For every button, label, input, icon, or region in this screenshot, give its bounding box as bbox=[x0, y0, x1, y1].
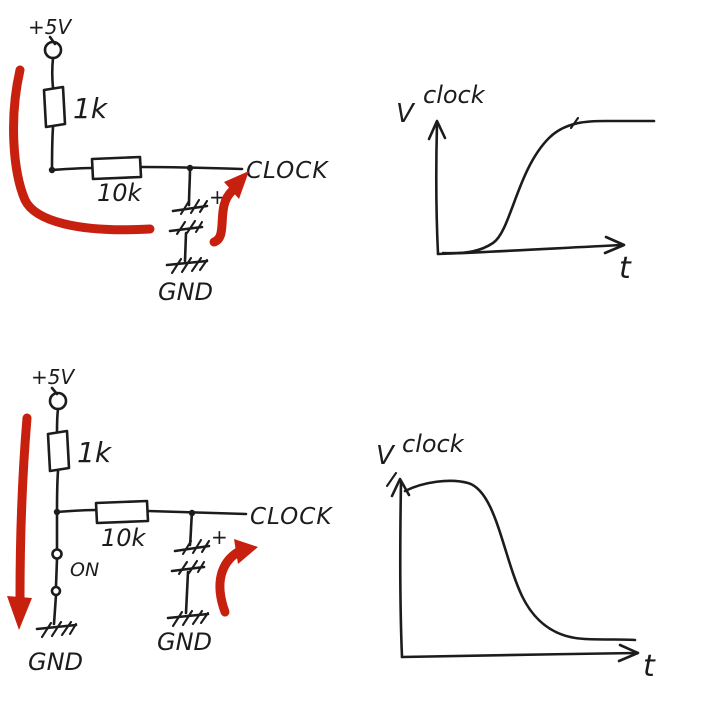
wire bbox=[55, 407, 60, 434]
resistor-10k bbox=[94, 499, 150, 525]
rising-voltage-curve bbox=[441, 119, 656, 255]
ground-symbol bbox=[166, 609, 210, 628]
red-arrowhead-icon bbox=[234, 539, 258, 564]
resistor-10k bbox=[90, 155, 143, 181]
wire bbox=[50, 166, 94, 172]
red-current-path-annotation bbox=[9, 65, 155, 235]
top-red-annotations bbox=[9, 65, 249, 247]
resistor-1k bbox=[42, 85, 67, 129]
bottom-circuit: +5V 1k 10k CLOCK + bbox=[28, 365, 333, 676]
capacitor: + bbox=[168, 185, 226, 236]
wire bbox=[183, 231, 188, 263]
red-clock-arrow-annotation bbox=[215, 547, 243, 617]
top-circuit: +5V 1k 10k CLOCK + bbox=[28, 15, 329, 306]
signal-name-label: clock bbox=[423, 81, 486, 109]
signal-name-label: clock bbox=[402, 430, 465, 458]
wire bbox=[52, 593, 58, 626]
resistor-1k-label: 1k bbox=[77, 436, 113, 469]
power-node-icon bbox=[48, 391, 68, 411]
x-axis bbox=[400, 651, 638, 659]
resistor-10k-label: 10k bbox=[101, 524, 147, 552]
wire bbox=[55, 469, 60, 514]
red-discharge-arrow-annotation bbox=[15, 413, 32, 603]
top-graph: V clock t bbox=[396, 81, 656, 286]
red-arrowhead-icon bbox=[7, 596, 32, 630]
wire bbox=[55, 508, 98, 514]
y-axis bbox=[399, 480, 404, 659]
capacitor-plate bbox=[171, 204, 209, 213]
resistor-10k-label: 10k bbox=[97, 179, 143, 207]
x-axis-label: t bbox=[643, 649, 656, 684]
ground-symbol bbox=[35, 620, 78, 639]
curve-tick bbox=[385, 471, 398, 488]
red-clock-arrow-annotation bbox=[209, 186, 237, 247]
switch-contact-icon bbox=[51, 548, 63, 560]
falling-voltage-curve bbox=[403, 479, 637, 642]
wire bbox=[146, 509, 248, 516]
curve-tick bbox=[569, 116, 580, 130]
resistor-1k-label: 1k bbox=[73, 92, 109, 125]
y-axis bbox=[435, 122, 440, 256]
y-axis-label: V bbox=[376, 441, 396, 471]
x-axis-arrowhead-icon bbox=[603, 235, 626, 255]
bottom-red-annotations bbox=[7, 413, 258, 630]
red-arrowhead-icon bbox=[224, 171, 249, 199]
resistor-1k bbox=[46, 429, 71, 473]
x-axis-arrowhead-icon bbox=[617, 643, 640, 663]
gnd-label: GND bbox=[158, 278, 213, 306]
capacitor-plate bbox=[173, 544, 211, 553]
wire bbox=[187, 166, 192, 207]
supply-label: +5V bbox=[31, 365, 75, 389]
gnd-left-label: GND bbox=[28, 648, 83, 676]
y-axis-arrowhead-icon bbox=[427, 119, 447, 141]
capacitor-plate bbox=[170, 565, 206, 573]
supply-label: +5V bbox=[28, 15, 72, 39]
wire bbox=[50, 125, 55, 172]
x-axis-label: t bbox=[619, 251, 632, 286]
power-node-icon bbox=[43, 40, 63, 60]
capacitor-plate bbox=[168, 225, 204, 233]
wire bbox=[50, 56, 55, 90]
switch-lever bbox=[54, 557, 59, 588]
ground-symbol bbox=[165, 256, 209, 275]
switch-on-label: ON bbox=[70, 559, 99, 581]
switch: ON bbox=[50, 510, 99, 597]
clock-output-label: CLOCK bbox=[250, 504, 333, 530]
clock-output-label: CLOCK bbox=[246, 158, 329, 184]
gnd-right-label: GND bbox=[157, 628, 212, 656]
capacitor: + bbox=[170, 525, 228, 576]
bottom-graph: V clock t bbox=[376, 430, 656, 684]
y-axis-label: V bbox=[396, 99, 416, 129]
capacitor-polarity-label: + bbox=[211, 525, 228, 549]
wire bbox=[184, 570, 190, 615]
